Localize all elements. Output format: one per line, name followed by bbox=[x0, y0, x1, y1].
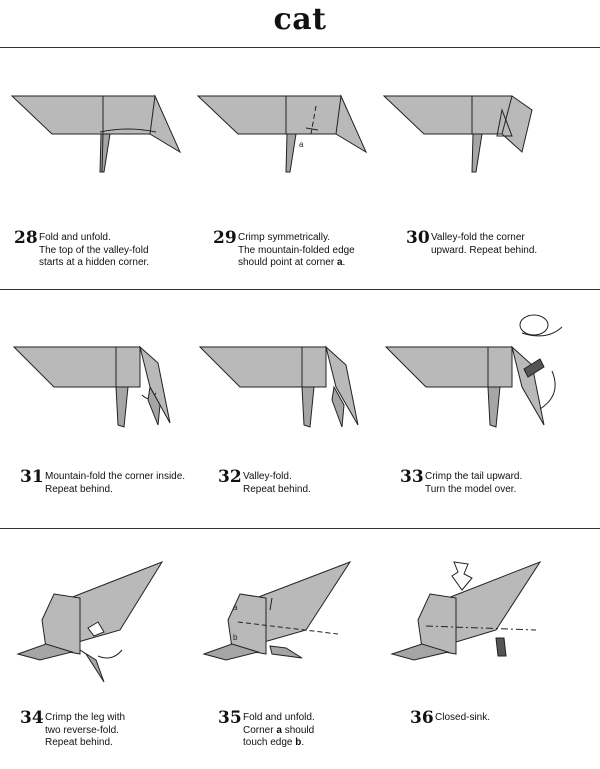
step-number: 34 bbox=[20, 708, 44, 728]
corner-label-a-29: a bbox=[299, 140, 304, 149]
step-number: 28 bbox=[14, 228, 38, 248]
step-33: 33 Crimp the tail upward. Turn the model… bbox=[400, 467, 590, 496]
step-32: 32 Valley-fold. Repeat behind. bbox=[218, 467, 408, 496]
step-instruction: Crimp the leg with two reverse-fold. Rep… bbox=[45, 712, 126, 748]
step-28: 28 Fold and unfold. The top of the valle… bbox=[14, 228, 204, 270]
step-34: 34 Crimp the leg with two reverse-fold. … bbox=[20, 708, 210, 750]
diagram-step-35: a b bbox=[186, 550, 386, 710]
step-number: 29 bbox=[213, 228, 237, 248]
diagram-step-33 bbox=[372, 305, 572, 465]
step-36: 36 Closed-sink. bbox=[410, 708, 600, 728]
step-instruction: Fold and unfold. The top of the valley-f… bbox=[39, 232, 150, 268]
step-number: 35 bbox=[218, 708, 242, 728]
step-number: 36 bbox=[410, 708, 434, 728]
corner-label-a-35: a bbox=[233, 603, 238, 612]
diagram-step-34 bbox=[0, 550, 200, 710]
step-number: 30 bbox=[406, 228, 430, 248]
step-instruction: Valley-fold the corner upward. Repeat be… bbox=[431, 232, 538, 256]
diagram-step-28 bbox=[0, 70, 200, 230]
step-number: 31 bbox=[20, 467, 44, 487]
step-instruction: Fold and unfold. Corner a should touch e… bbox=[243, 712, 315, 748]
diagram-step-31 bbox=[0, 305, 200, 465]
page-title: cat bbox=[273, 2, 327, 37]
diagram-step-29: a bbox=[186, 70, 386, 230]
step-instruction: Closed-sink. bbox=[435, 712, 491, 723]
step-instruction: Crimp the tail upward. Turn the model ov… bbox=[425, 471, 523, 495]
step-instruction: Crimp symmetrically. The mountain-folded… bbox=[238, 232, 355, 268]
diagram-step-36 bbox=[372, 550, 572, 710]
step-number: 32 bbox=[218, 467, 242, 487]
step-instruction: Valley-fold. Repeat behind. bbox=[243, 471, 311, 495]
step-30: 30 Valley-fold the corner upward. Repeat… bbox=[406, 228, 596, 257]
step-instruction: Mountain-fold the corner inside. Repeat … bbox=[45, 471, 186, 495]
step-35: 35 Fold and unfold. Corner a should touc… bbox=[218, 708, 408, 750]
step-31: 31 Mountain-fold the corner inside. Repe… bbox=[20, 467, 210, 496]
divider-row-2 bbox=[0, 528, 600, 529]
corner-label-b-35: b bbox=[233, 633, 238, 642]
diagram-step-30 bbox=[372, 70, 572, 230]
diagram-step-32 bbox=[186, 305, 386, 465]
step-29: 29 Crimp symmetrically. The mountain-fol… bbox=[213, 228, 403, 270]
divider-row-1 bbox=[0, 289, 600, 290]
step-number: 33 bbox=[400, 467, 424, 487]
divider-top bbox=[0, 47, 600, 48]
